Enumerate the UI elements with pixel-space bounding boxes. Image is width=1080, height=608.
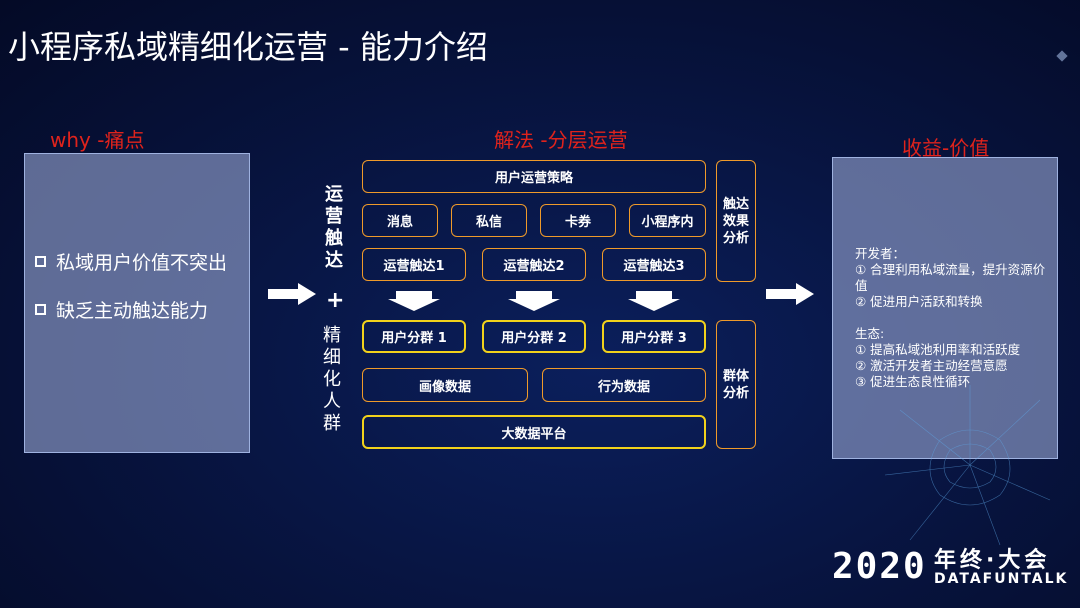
big-data-platform-box: 大数据平台 [362,415,706,449]
benefits-text: 开发者： ① 合理利用私域流量，提升资源价值 ② 促进用户活跃和转换 生态: ①… [855,246,1051,390]
user-group-box: 用户分群 2 [482,320,586,353]
checkbox-icon [35,256,46,267]
arrow-right-icon [766,283,814,305]
bullet-item: 私域用户价值不突出 [35,248,227,275]
behavior-data-box: 行为数据 [542,368,706,402]
checkbox-icon [35,304,46,315]
bullet-label: 缺乏主动触达能力 [56,300,209,322]
channel-box: 消息 [362,204,438,237]
developer-title: 开发者： [855,246,906,261]
reach-analysis-box: 触达效果分析 [716,160,756,282]
starburst-decoration [884,385,1051,546]
right-heading: 收益-价值 [902,136,990,160]
logo-event: 年终·大会 [934,548,1051,573]
eco-item: ③ 促进生态良性循环 [855,374,971,389]
user-group-box: 用户分群 1 [362,320,466,353]
arrow-down-icon [628,291,680,311]
benefits-panel: 开发者： ① 合理利用私域流量，提升资源价值 ② 促进用户活跃和转换 生态: ①… [832,157,1058,459]
touch-box: 运营触达2 [482,248,586,281]
left-heading: why -痛点 [50,128,145,152]
arrow-right-icon [268,283,316,305]
vertical-label-reach: 运营触达 [325,184,343,271]
channel-box: 小程序内 [629,204,706,237]
bullet-item: 缺乏主动触达能力 [35,296,208,323]
bullet-label: 私域用户价值不突出 [56,252,228,274]
eco-item: ① 提高私域池利用率和活跃度 [855,342,1021,357]
middle-heading: 解法 -分层运营 [494,128,628,152]
developer-item: ② 促进用户活跃和转换 [855,294,983,309]
channel-box: 卡券 [540,204,616,237]
page-title: 小程序私域精细化运营 - 能力介绍 [8,28,488,66]
user-group-box: 用户分群 3 [602,320,706,353]
arrow-down-icon [388,291,440,311]
touch-box: 运营触达1 [362,248,466,281]
group-analysis-box: 群体分析 [716,320,756,449]
strategy-box: 用户运营策略 [362,160,706,193]
eco-title: 生态: [855,326,885,341]
channel-box: 私信 [451,204,527,237]
logo-brand: DATAFUNTALK [934,571,1069,587]
vertical-label-segments: 精细化人群 [323,325,341,434]
diamond-icon [1056,50,1068,62]
developer-item: ① 合理利用私域流量，提升资源价值 [855,262,1046,293]
pain-points-panel: 私域用户价值不突出 缺乏主动触达能力 [24,153,250,453]
touch-box: 运营触达3 [602,248,706,281]
group-analysis-label: 群体分析 [722,368,749,401]
arrow-down-icon [508,291,560,311]
plus-sign: + [326,288,345,313]
eco-item: ② 激活开发者主动经营意愿 [855,358,1008,373]
logo-year: 2020 [832,546,927,587]
profile-data-box: 画像数据 [362,368,528,402]
reach-analysis-label: 触达效果分析 [722,196,749,246]
